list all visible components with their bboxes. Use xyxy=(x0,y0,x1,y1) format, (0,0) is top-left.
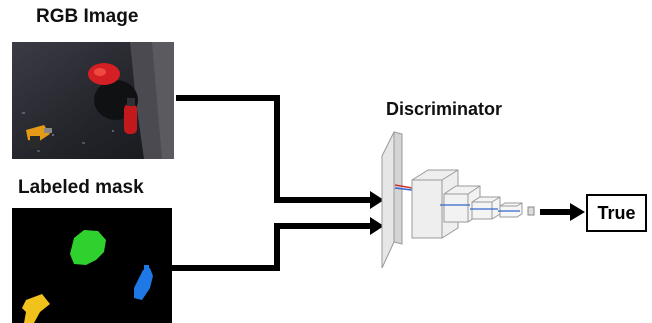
labeled-mask-title: Labeled mask xyxy=(18,177,144,198)
discriminator-network xyxy=(381,131,535,269)
output-node xyxy=(527,206,535,216)
output-arrow-head xyxy=(570,203,585,221)
output-label: True xyxy=(597,202,636,223)
rgb-image-title: RGB Image xyxy=(36,6,139,27)
rgb-arrow-head xyxy=(370,191,384,209)
mask-arrow-head xyxy=(370,217,384,235)
rgb-to-discriminator-arrow xyxy=(176,95,372,203)
input-layer xyxy=(381,131,395,269)
rgb-image-photo xyxy=(12,42,174,159)
labeled-mask-image xyxy=(12,208,172,323)
conv-layer-3 xyxy=(471,196,501,220)
output-label-box: True xyxy=(586,194,647,232)
mask-to-discriminator-arrow xyxy=(172,223,372,271)
discriminator-title: Discriminator xyxy=(386,99,503,119)
